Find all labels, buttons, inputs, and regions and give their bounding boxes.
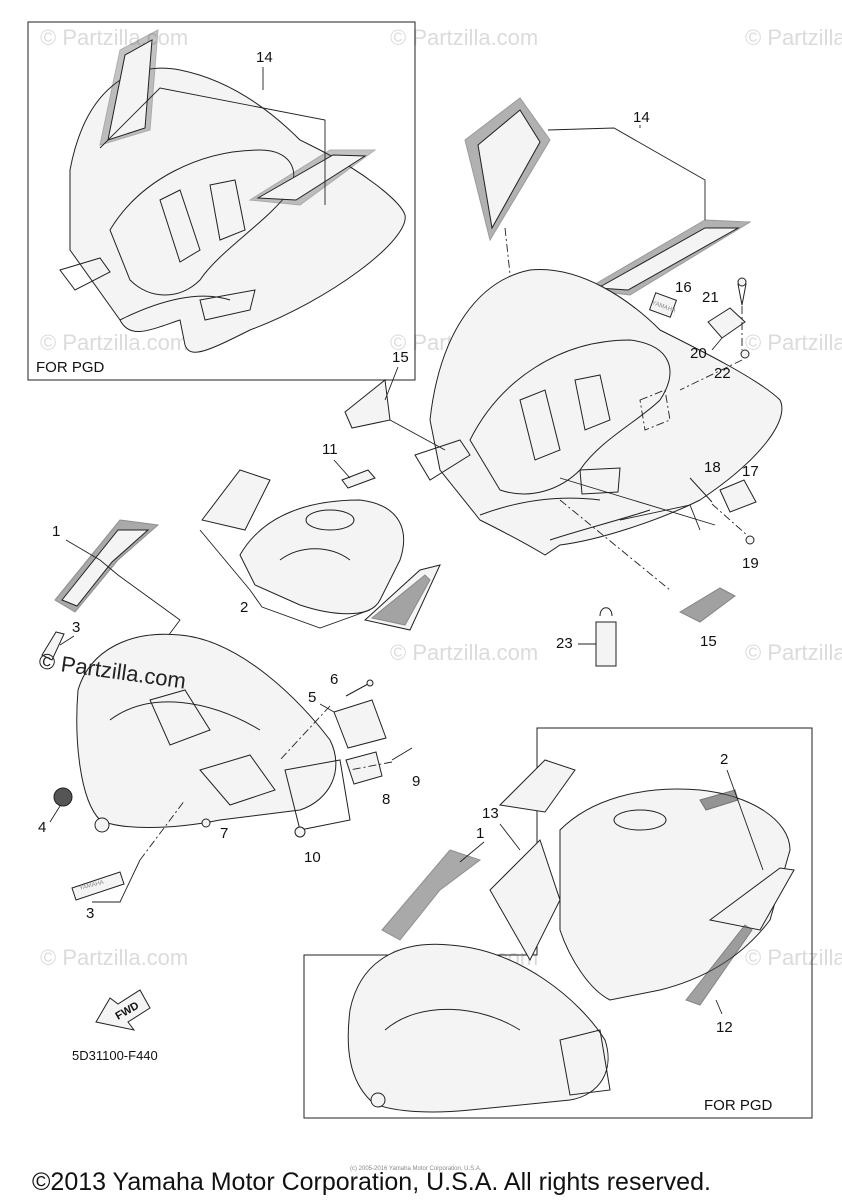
part-5 [333,699,387,749]
box-frame [27,21,416,381]
rear-fender-body [429,269,783,556]
callout-20: 20 [690,345,707,362]
callout-3: 3 [86,905,94,922]
watermark-text: © Partzilla.com [40,330,188,355]
front-fender-pgd [347,943,609,1113]
decal-1-pgd [381,849,482,941]
callout-15: 15 [700,633,717,650]
tank-cover-body [239,499,405,615]
washer-icon [201,818,211,828]
watermark-text: © Partzilla.com [745,640,842,665]
callout-1: 1 [476,825,484,842]
decal-3-bottom [71,871,125,901]
rear-fender-pgd-drawing [59,29,406,353]
box-frame [303,727,813,1119]
callout-6: 6 [330,671,338,688]
decal-13 [489,839,561,962]
callout-8: 8 [382,791,390,808]
decal-15-left [344,379,391,429]
callout-2: 2 [720,751,728,768]
callout-4: 4 [38,819,46,836]
screw-icon [391,747,413,761]
callout-11: 11 [322,441,338,458]
callout-9: 9 [412,773,420,790]
front-fender-standard: 1 3 © Partzilla.com 4 YAMAHA 3 5 6 8 9 7 [37,519,420,922]
leader-line-14-right [547,127,706,220]
callout-17: 17 [742,463,759,480]
callout-7: 7 [220,825,228,842]
part-20 [707,307,746,339]
callout-10: 10 [304,849,321,866]
part-17 [719,479,757,513]
copyright-text: ©2013 Yamaha Motor Corporation, U.S.A. A… [32,1168,711,1196]
callout-21: 21 [702,289,719,306]
tag-23 [595,621,617,667]
watermark-text: © Partzilla.com [745,25,842,50]
part-8 [345,751,383,785]
small-copyright: (c) 2005-2016 Yamaha Motor Corporation, … [350,1166,482,1172]
tank-cover-standard: 11 2 [199,441,441,631]
decal-16: YAMAHA [648,292,678,318]
leader-line-14 [99,87,326,205]
watermark-text: © Partzilla.com [390,640,538,665]
diagram-code: 5D31100-F440 [72,1048,158,1063]
callout-23: 23 [556,635,573,652]
callout-16: 16 [675,279,692,296]
callout-13: 13 [482,805,499,822]
watermark-text: © Partzilla.com [390,25,538,50]
callout-3: 3 [72,619,80,636]
box-label: FOR PGD [36,359,105,376]
for-pgd-box-top-left: FOR PGD 14 [27,21,416,381]
fwd-arrow: FWD [95,989,151,1031]
callout-5: 5 [308,689,316,706]
callout-14: 14 [256,49,273,66]
watermark-text: © Partzilla.com [745,330,842,355]
callout-2: 2 [240,599,248,616]
decal-11 [341,469,376,489]
decal-12 [685,924,753,1006]
rivet-icon [737,283,747,306]
screw-icon [689,477,713,503]
washer-icon [294,826,306,838]
washer-icon [745,535,755,545]
for-pgd-box-bottom-right: FOR PGD 12 2 13 1 [303,727,813,1119]
callout-15: 15 [392,349,409,366]
screw-icon [345,683,369,697]
watermark-text: © Partzilla.com [745,945,842,970]
callout-22: 22 [714,365,731,382]
decal-left [201,469,271,531]
decal-15-right [678,587,736,623]
decal-3-top [41,631,65,661]
rear-fender-standard: 14 15 YAMAHA 16 20 21 22 [344,97,783,667]
washer-icon [740,349,750,359]
watermark-text: © Partzilla.com [40,25,188,50]
callout-1: 1 [52,523,60,540]
callout-14: 14 [633,109,650,126]
callout-19: 19 [742,555,759,572]
box-label: FOR PGD [704,1097,773,1114]
emblem-icon [53,787,73,807]
callout-12: 12 [716,1019,733,1036]
decal-left [498,759,576,813]
callout-18: 18 [704,459,721,476]
watermark-text: © Partzilla.com [40,945,188,970]
